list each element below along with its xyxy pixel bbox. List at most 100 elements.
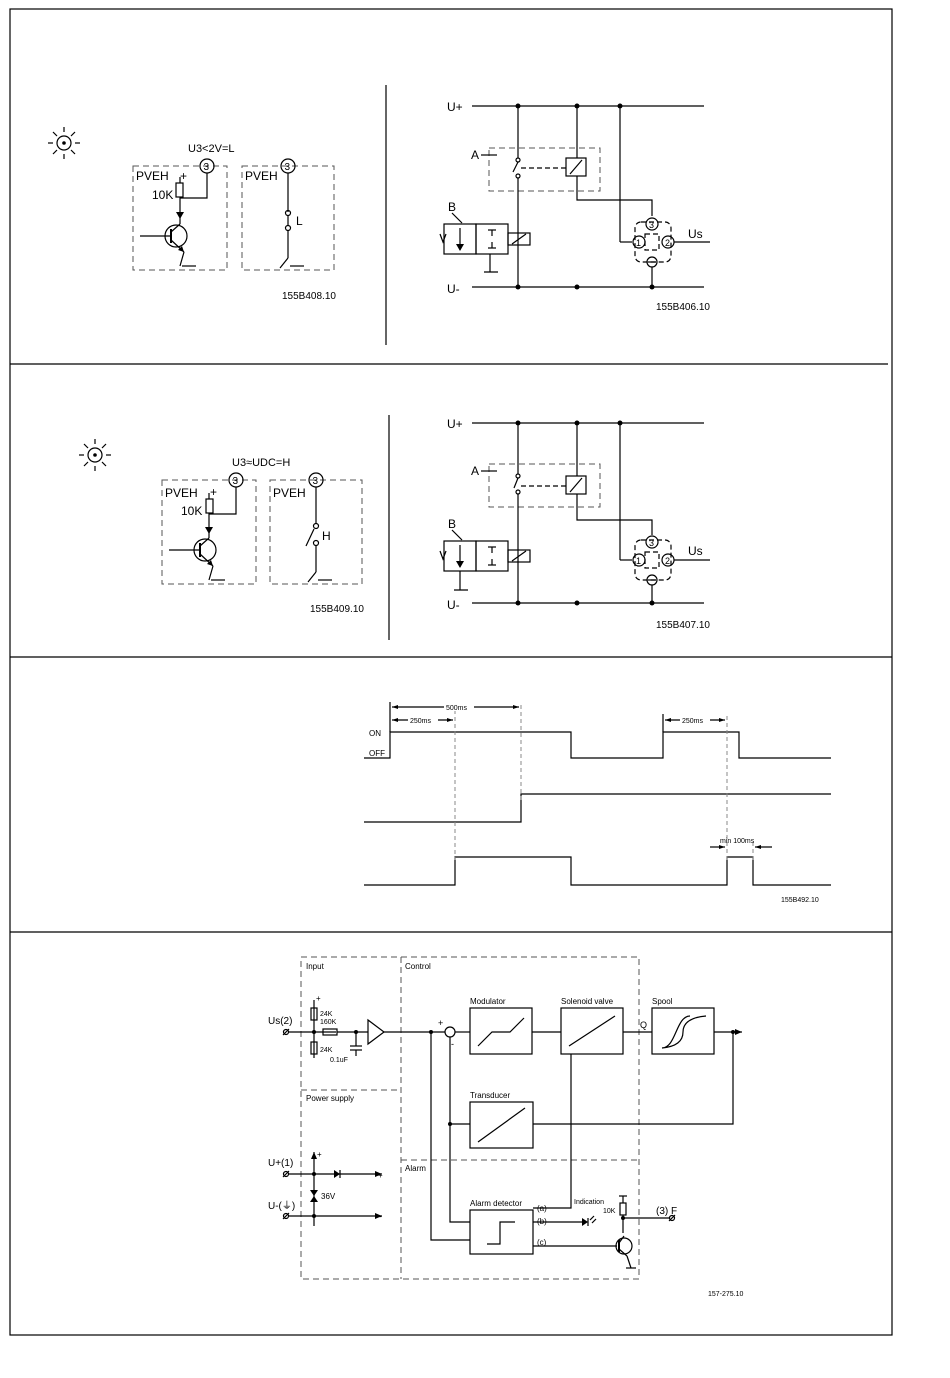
condition-high-label: U3≈UDC=H: [232, 457, 290, 469]
dimension-min-100ms: [710, 845, 772, 849]
label-b: B: [448, 517, 456, 531]
duration-label: min 100ms: [720, 838, 755, 845]
svg-text:-: -: [451, 1039, 454, 1049]
plus-sign: +: [180, 169, 187, 183]
zener-diode-icon: [310, 1190, 318, 1202]
condition-low-label: U3<2V=L: [188, 143, 234, 155]
terminal-icon: [282, 1170, 290, 1178]
pveh-label: PVEH: [273, 486, 306, 500]
capacitor-label: 0.1uF: [330, 1057, 348, 1064]
u-plus-label: U+: [447, 100, 463, 114]
us-label: Us: [688, 227, 703, 241]
u-minus-label: U-(⏚): [268, 1200, 295, 1212]
alarm-detector-block: [469, 1209, 534, 1255]
dimension-250ms: [392, 715, 453, 724]
figure-code: 155B409.10: [310, 604, 364, 615]
u-plus1-label: U+(1): [268, 1158, 293, 1169]
block-label: Spool: [652, 997, 673, 1006]
figure-code: 155B492.10: [781, 897, 819, 904]
relay-state-trace: [364, 793, 831, 823]
indication-label: Indication: [574, 1199, 604, 1206]
switch-state-high: H: [322, 529, 331, 543]
svg-text:3: 3: [285, 162, 291, 173]
resistor-10k: [205, 498, 214, 514]
dimension-250ms: [665, 715, 725, 724]
svg-text:3: 3: [313, 476, 319, 487]
resistor-24k: [310, 1041, 318, 1055]
resistor-label: 10K: [181, 504, 202, 518]
duration-label: 500ms: [446, 705, 468, 712]
resistor-label: 10K: [603, 1208, 616, 1215]
npn-transistor-icon: [140, 223, 188, 253]
svg-text:3: 3: [649, 538, 654, 548]
npn-transistor-icon: [169, 537, 217, 567]
amplifier-icon: [367, 1018, 385, 1046]
alarm-output-trace: [364, 856, 831, 886]
pveh-connector-icon: 3 1 2: [632, 217, 675, 268]
plus-sign: +: [378, 1171, 383, 1180]
modulator-block: [469, 1007, 533, 1055]
figure-code: 155B407.10: [656, 620, 710, 631]
section-power-supply: Power supply: [306, 1094, 354, 1103]
on-label: ON: [369, 729, 381, 738]
signal-c-label: (c): [537, 1238, 547, 1247]
label-a: A: [471, 464, 479, 478]
u-minus-label: U-: [447, 598, 460, 612]
diode-icon: [334, 1170, 341, 1178]
u-plus-label: U+: [447, 417, 463, 431]
figure-code: 157-275.10: [708, 1291, 744, 1298]
pveh-label: PVEH: [245, 169, 278, 183]
led-indicator-icon: [582, 1215, 597, 1226]
section-input: Input: [306, 962, 325, 971]
figure-code: 155B408.10: [282, 291, 336, 302]
resistor-label: 10K: [152, 188, 173, 202]
resistor-label: 160K: [320, 1019, 337, 1026]
relay-coil: [565, 475, 587, 495]
terminal-3: 3: [228, 472, 244, 488]
u-minus-label: U-: [447, 282, 460, 296]
section-alarm: Alarm: [405, 1164, 426, 1173]
svg-text:2: 2: [665, 238, 670, 248]
flow-label: Q: [640, 1020, 647, 1030]
resistor-10k: [175, 182, 184, 198]
dimension-500ms: [392, 702, 519, 711]
terminal-3: 3: [199, 158, 215, 174]
pveh-box-transistor: [132, 165, 228, 271]
svg-text:+: +: [316, 994, 321, 1003]
duration-label: 250ms: [682, 718, 704, 725]
pveh-label: PVEH: [136, 169, 169, 183]
block-label: Alarm detector: [470, 1199, 522, 1208]
terminal-icon: [668, 1214, 676, 1222]
zener-label: 36V: [321, 1192, 336, 1201]
relay-box-a: [488, 463, 601, 508]
resistor-10k: [619, 1202, 627, 1216]
input-signal-trace: [364, 731, 831, 759]
us2-label: Us(2): [268, 1016, 292, 1027]
block-label: Modulator: [470, 997, 506, 1006]
svg-text:1: 1: [636, 556, 641, 566]
plus-sign: +: [210, 485, 217, 499]
solenoid-valve-icon: [439, 223, 531, 273]
resistor-label: 24K: [320, 1047, 333, 1054]
lamp-on-icon: [79, 439, 111, 471]
solenoid-valve-icon: [439, 540, 531, 591]
label-b: B: [448, 200, 456, 214]
terminal-icon: [282, 1028, 290, 1036]
pveh-box-transistor: [161, 479, 257, 585]
transducer-block: [469, 1101, 534, 1149]
svg-text:3: 3: [233, 476, 239, 487]
switch-state-low: L: [296, 214, 303, 228]
pveh-box-switch: [269, 479, 363, 585]
off-label: OFF: [369, 749, 385, 758]
svg-text:2: 2: [665, 556, 670, 566]
svg-text:+: +: [438, 1018, 443, 1028]
duration-label: 250ms: [410, 718, 432, 725]
us-label: Us: [688, 544, 703, 558]
block-label: Solenoid valve: [561, 997, 614, 1006]
summing-junction: [444, 1026, 456, 1038]
minus-sign: -: [379, 1212, 382, 1221]
resistor-label: 24K: [320, 1011, 333, 1018]
relay-coil: [565, 157, 587, 177]
relay-box-a: [488, 147, 601, 192]
figure-code: 155B406.10: [656, 302, 710, 313]
